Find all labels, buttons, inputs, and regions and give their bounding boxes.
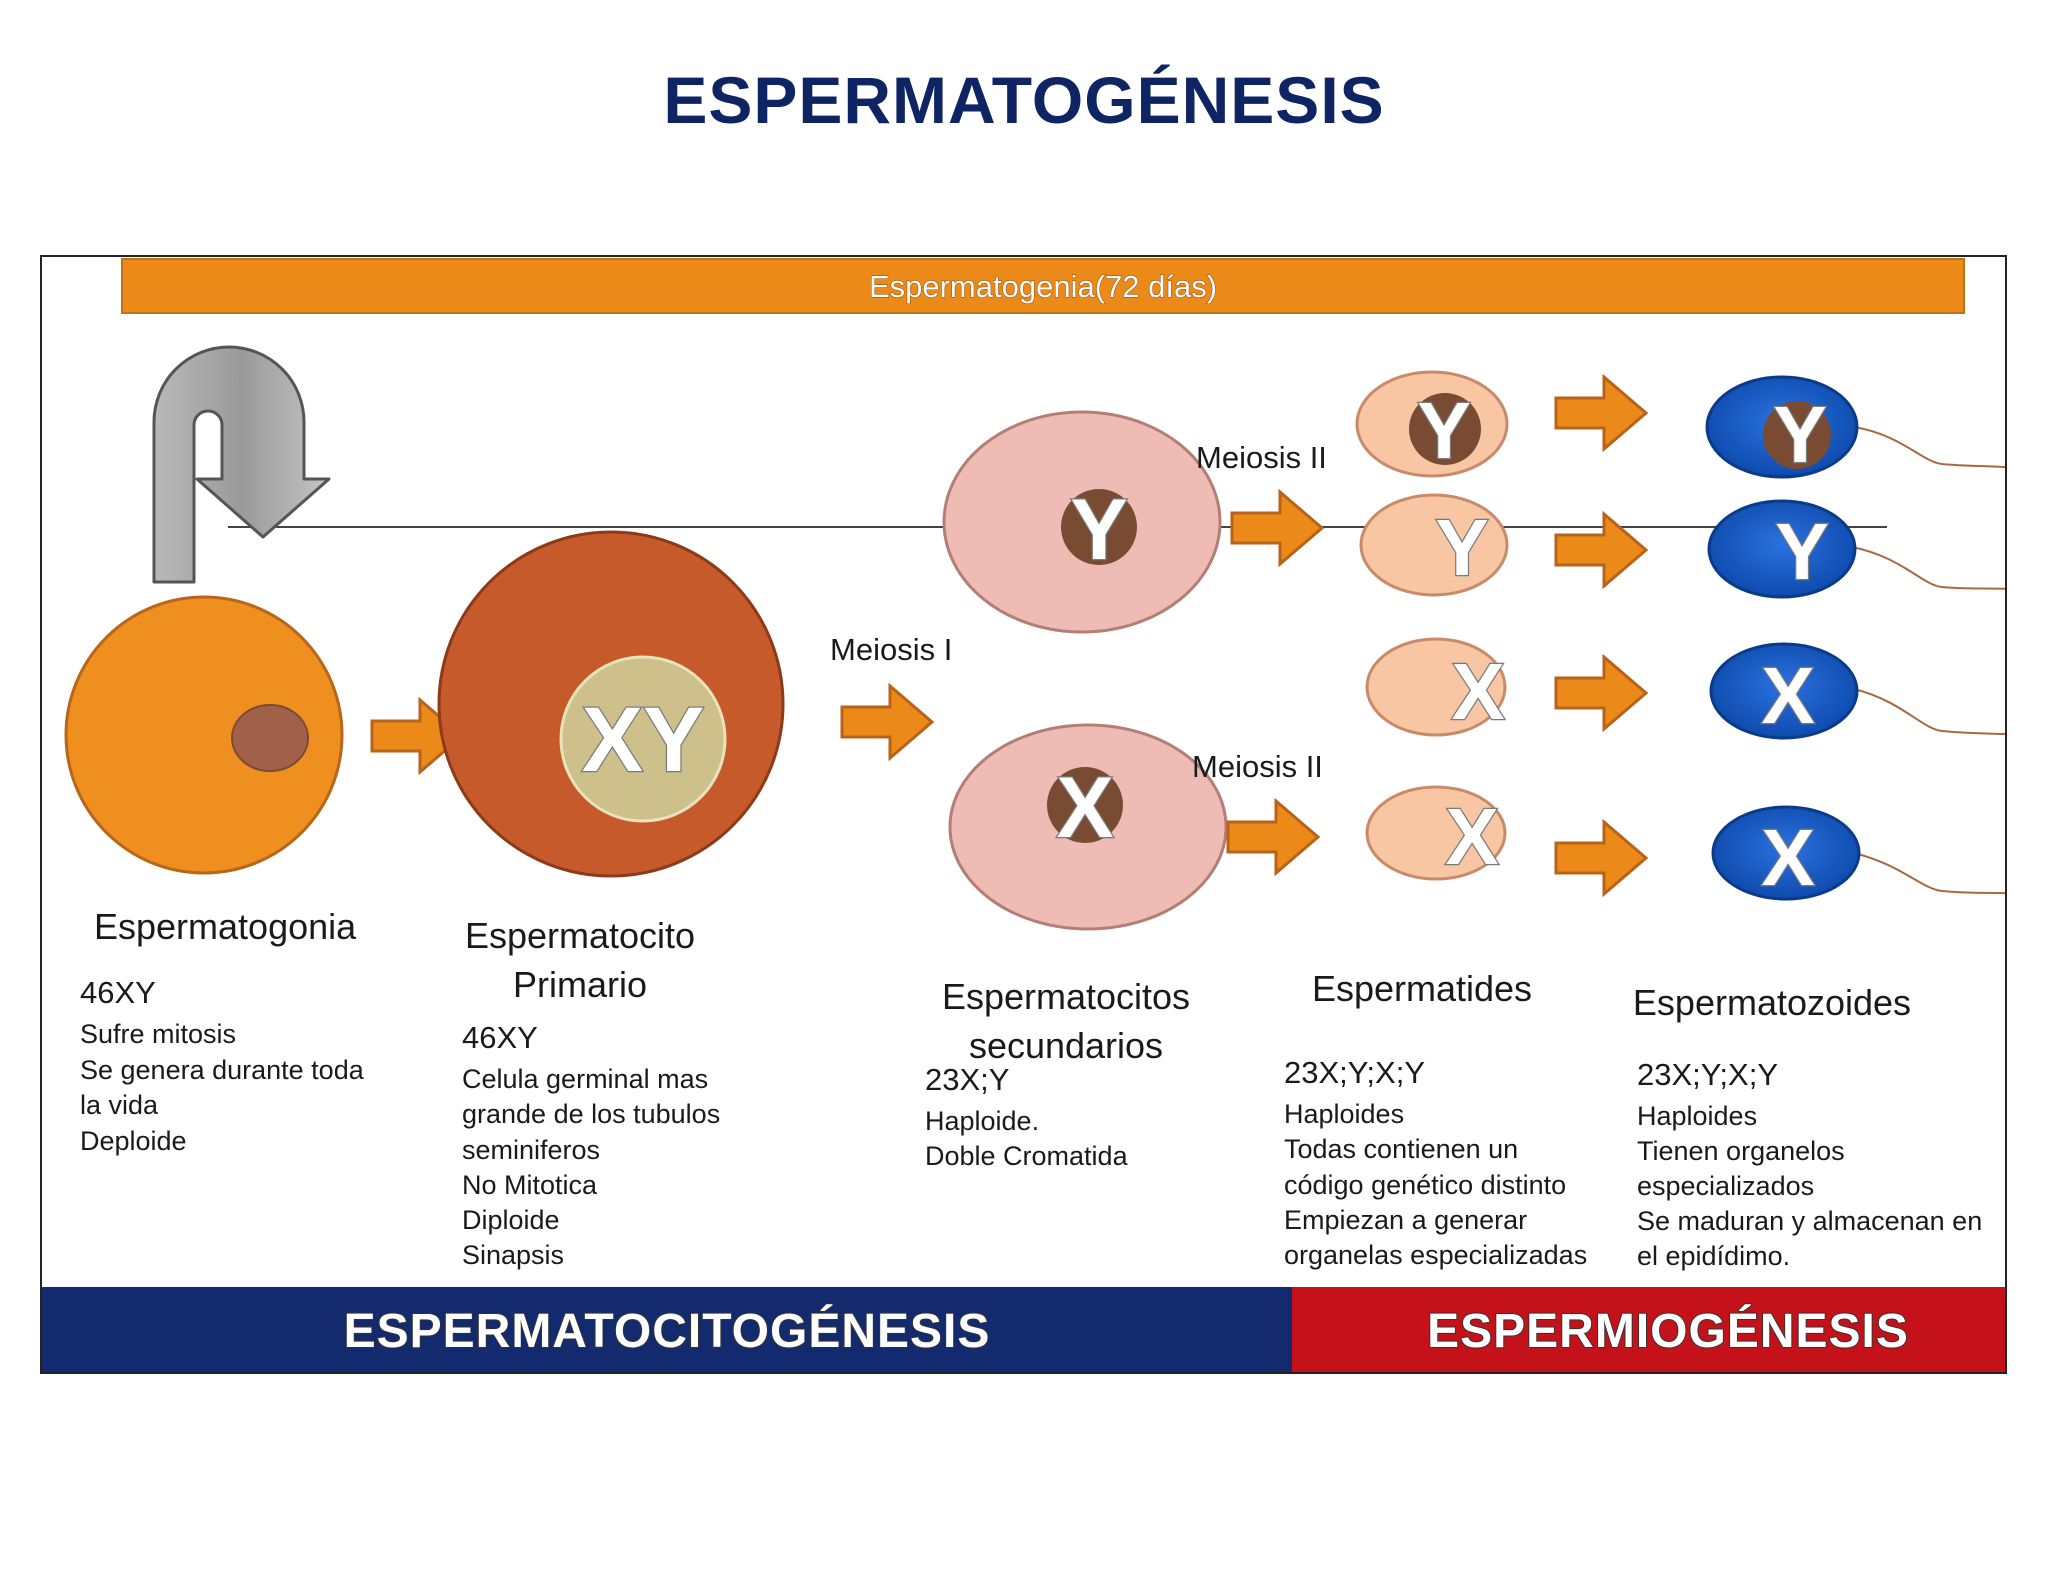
detail-line: Haploide.	[925, 1106, 1039, 1136]
arrow-icon	[1230, 490, 1324, 566]
spermatid-x-1: X	[1365, 637, 1507, 737]
spermatogonia-cell	[64, 595, 344, 875]
detail-line: Doble Cromatida	[925, 1141, 1129, 1171]
flagellum	[1851, 546, 2005, 590]
detail-line: Empiezan a generar	[1284, 1205, 1527, 1235]
detail-line: Haploides	[1284, 1099, 1404, 1129]
karyotype: 23X;Y	[925, 1062, 1009, 1097]
duration-label: Espermatogenia(72 días)	[869, 269, 1217, 304]
chromosome-label: Y	[1070, 482, 1127, 578]
meiosis-i-label: Meiosis I	[830, 632, 952, 667]
meiosis-ii-bottom-label: Meiosis II	[1192, 749, 1323, 784]
detail-line: Haploides	[1637, 1101, 1757, 1131]
detail-line: organelas especializadas	[1284, 1240, 1587, 1270]
primary-spermatocyte-text: Espermatocito Primario 46XY Celula germi…	[462, 915, 720, 1270]
stage-name: Espermatogonia	[94, 906, 357, 947]
chromosome-label: XY	[582, 689, 705, 791]
chromosome-label: X	[1056, 760, 1113, 856]
arrow-icon	[1554, 655, 1648, 731]
chromosome-label: X	[1451, 647, 1504, 736]
detail-line: No Mitotica	[462, 1170, 598, 1200]
nucleus	[231, 704, 309, 772]
detail-line: Deploide	[80, 1126, 187, 1156]
stage-name: Espermatocito	[465, 915, 695, 956]
nucleus	[559, 655, 727, 823]
arrow-icon	[1554, 375, 1648, 451]
secondary-spermatocyte-x: X	[948, 723, 1228, 931]
arrow-icon	[1226, 799, 1320, 875]
karyotype: 23X;Y;X;Y	[1284, 1055, 1425, 1090]
secondary-spermatocyte-y: Y	[942, 410, 1222, 634]
spermatid-y-1: Y	[1355, 370, 1509, 478]
mitosis-loop-icon	[152, 345, 331, 584]
arrow-icon	[1554, 512, 1648, 588]
detail-line: la vida	[80, 1090, 159, 1120]
detail-line: Se maduran y almacenan en	[1637, 1206, 1982, 1236]
secondary-spermatocytes-text: Espermatocitos secundarios 23X;Y Haploid…	[925, 976, 1190, 1171]
stage-name: Espermatozoides	[1633, 982, 1911, 1023]
chromosome-label: Y	[1417, 386, 1470, 475]
detail-line: código genético distinto	[1284, 1170, 1566, 1200]
espermatocitogenesis-bar: ESPERMATOCITOGÉNESIS	[42, 1287, 1292, 1372]
spermatozoon-y-1: Y	[1705, 375, 2005, 480]
spermatozoon-y-2: Y	[1707, 499, 2005, 599]
chromosome-label: X	[1445, 792, 1498, 881]
detail-line: Sinapsis	[462, 1240, 564, 1270]
primary-spermatocyte-cell: XY	[437, 530, 785, 878]
bar-label: ESPERMATOCITOGÉNESIS	[344, 1304, 991, 1358]
spermatogonia-text: Espermatogonia 46XY Sufre mitosis Se gen…	[80, 906, 365, 1156]
stage-name: Espermatides	[1312, 968, 1532, 1009]
flagellum	[1853, 426, 2005, 469]
espermiogenesis-bar: ESPERMIOGÉNESIS	[1292, 1287, 2005, 1372]
flagellum	[1853, 688, 2005, 736]
arrow-icon	[1554, 820, 1648, 896]
spermatozoon-x-2: X	[1711, 805, 2005, 903]
karyotype: 23X;Y;X;Y	[1637, 1057, 1778, 1092]
detail-line: seminiferos	[462, 1135, 600, 1165]
chromosome-label: X	[1761, 813, 1814, 902]
spermatid-y-2: Y	[1359, 493, 1509, 597]
detail-line: grande de los tubulos	[462, 1099, 720, 1129]
stage-name: Espermatocitos	[942, 976, 1190, 1017]
spermatozoa-text: Espermatozoides 23X;Y;X;Y Haploides Tien…	[1633, 982, 1982, 1271]
spermatozoon-x-1: X	[1709, 642, 2005, 741]
chromosome-label: X	[1761, 651, 1814, 740]
detail-line: el epidídimo.	[1637, 1241, 1790, 1271]
detail-line: Diploide	[462, 1205, 560, 1235]
detail-line: Se genera durante toda	[80, 1055, 365, 1085]
page-title: ESPERMATOGÉNESIS	[663, 63, 1385, 137]
chromosome-label: Y	[1435, 503, 1488, 592]
spermatid-x-2: X	[1365, 785, 1507, 882]
meiosis-ii-top-label: Meiosis II	[1196, 440, 1327, 475]
arrow-icon	[840, 684, 934, 760]
karyotype: 46XY	[80, 975, 156, 1010]
diagram-frame: Espermatogenia(72 días) XY Meiosis I Y X…	[40, 255, 2007, 1374]
chromosome-label: Y	[1775, 507, 1828, 596]
karyotype: 46XY	[462, 1020, 538, 1055]
spermatids-text: Espermatides 23X;Y;X;Y Haploides Todas c…	[1284, 968, 1587, 1270]
duration-bar: Espermatogenia(72 días)	[121, 258, 1965, 314]
detail-line: especializados	[1637, 1171, 1814, 1201]
detail-line: Celula germinal mas	[462, 1064, 708, 1094]
detail-line: Sufre mitosis	[80, 1019, 236, 1049]
bar-label: ESPERMIOGÉNESIS	[1427, 1304, 1909, 1358]
detail-line: Tienen organelos	[1637, 1136, 1845, 1166]
flagellum	[1853, 852, 2005, 895]
stage-name: secundarios	[969, 1025, 1163, 1066]
chromosome-label: Y	[1773, 390, 1826, 479]
stage-name: Primario	[513, 964, 647, 1005]
detail-line: Todas contienen un	[1284, 1134, 1518, 1164]
